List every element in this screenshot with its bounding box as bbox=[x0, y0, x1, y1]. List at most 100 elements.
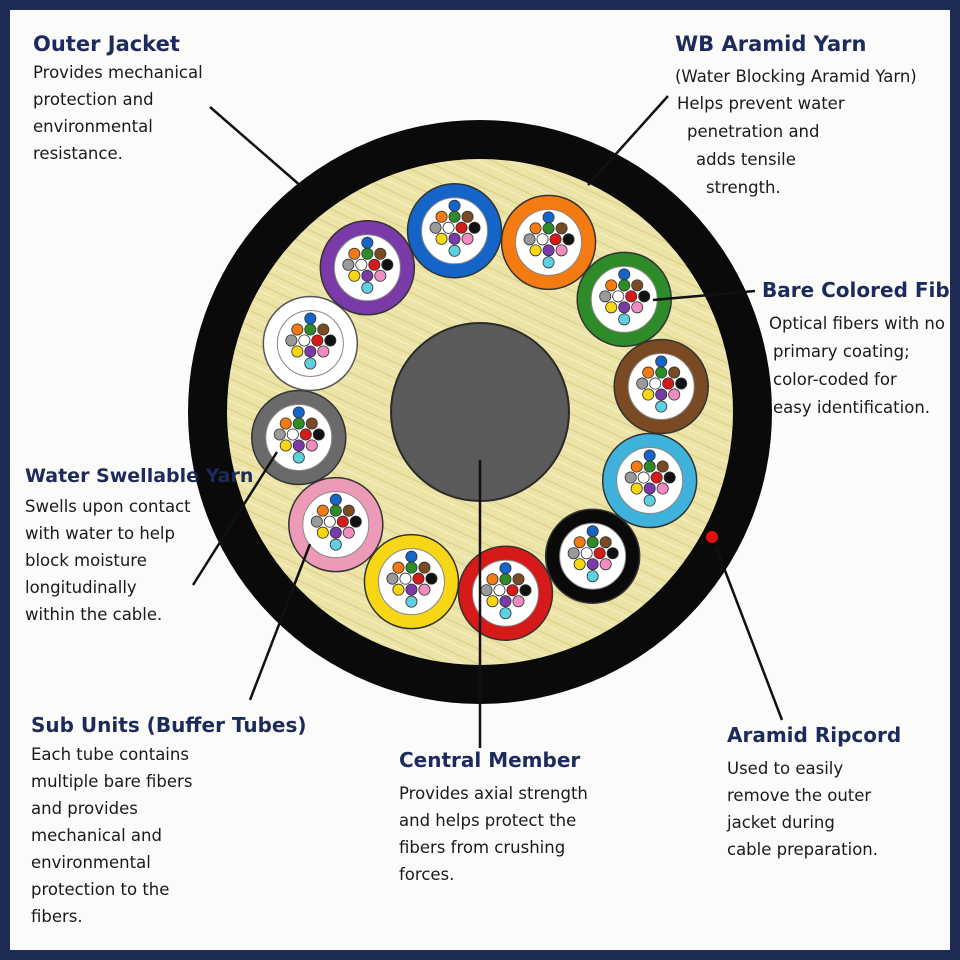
bare-colored-fiber bbox=[279, 417, 292, 430]
bare-colored-fiber bbox=[630, 482, 643, 495]
wb-aramid-yarn-title: WB Aramid Yarn bbox=[675, 32, 867, 56]
bare-colored-fiber bbox=[662, 377, 675, 390]
label-central-member: Central Member Provides axial strength a… bbox=[399, 748, 588, 888]
leader-sub-units bbox=[248, 543, 312, 701]
bare-colored-fiber bbox=[499, 595, 512, 608]
bare-colored-fiber bbox=[461, 210, 474, 223]
bare-colored-fiber bbox=[361, 269, 374, 282]
bare-colored-fiber bbox=[618, 279, 631, 292]
label-wb-aramid-yarn: WB Aramid Yarn bbox=[675, 32, 866, 56]
bare-colored-fiber bbox=[630, 460, 643, 473]
aramid-ripcord-line: Used to easily bbox=[727, 759, 844, 778]
bare-colored-fiber bbox=[342, 258, 355, 271]
central-member-title: Central Member bbox=[399, 748, 581, 772]
buffer-tube-violet bbox=[319, 220, 416, 316]
bare-colored-fiber-title: Bare Colored Fiber bbox=[762, 278, 950, 302]
outer-jacket-line: environmental bbox=[33, 117, 153, 136]
sub-units-line: multiple bare fibers bbox=[31, 772, 193, 791]
bare-colored-fiber-line: easy identification. bbox=[773, 398, 931, 417]
bare-colored-fiber bbox=[273, 428, 286, 441]
bare-colored-fiber bbox=[506, 584, 519, 597]
bare-colored-fiber bbox=[405, 550, 418, 563]
bare-colored-fiber bbox=[348, 269, 361, 282]
bare-colored-fiber bbox=[429, 221, 442, 234]
bare-colored-fiber bbox=[555, 222, 568, 235]
bare-colored-fiber-line: Optical fibers with no bbox=[769, 314, 945, 333]
bare-colored-fiber bbox=[316, 504, 329, 517]
wb-aramid-yarn-line: strength. bbox=[706, 178, 781, 197]
bare-colored-fiber bbox=[392, 561, 405, 574]
bare-colored-fiber bbox=[299, 428, 312, 441]
buffer-tube-white bbox=[262, 295, 359, 392]
bare-colored-fiber bbox=[336, 515, 349, 528]
water-swellable-yarn-line: longitudinally bbox=[25, 578, 137, 597]
bare-colored-fiber bbox=[599, 290, 612, 303]
buffer-tube-slate bbox=[251, 389, 347, 486]
aramid-ripcord-line: cable preparation. bbox=[727, 840, 879, 859]
leader-bare-colored-fiber bbox=[652, 289, 756, 302]
bare-colored-fiber bbox=[304, 312, 317, 325]
bare-colored-fiber bbox=[442, 221, 455, 234]
bare-colored-fiber bbox=[311, 334, 324, 347]
bare-colored-fiber bbox=[292, 417, 305, 430]
sub-units-title: Sub Units (Buffer Tubes) bbox=[31, 713, 307, 737]
bare-colored-fiber bbox=[304, 357, 317, 370]
bare-colored-fiber bbox=[312, 428, 325, 441]
water-swellable-yarn-title: Water Swellable Yarn bbox=[25, 465, 254, 487]
central-member-line: and helps protect the bbox=[399, 811, 577, 830]
bare-colored-fiber bbox=[555, 244, 568, 257]
bare-colored-fiber bbox=[435, 232, 448, 245]
bare-colored-fiber bbox=[298, 334, 311, 347]
bare-colored-fiber bbox=[605, 279, 618, 292]
bare-colored-fiber bbox=[418, 561, 431, 574]
central-member-line: forces. bbox=[399, 865, 455, 884]
bare-colored-fiber bbox=[529, 222, 542, 235]
water-swellable-yarn-line: within the cable. bbox=[25, 605, 163, 624]
label-bare-colored-fiber: Bare Colored Fiber bbox=[762, 278, 950, 302]
bare-colored-fiber bbox=[625, 290, 638, 303]
bare-colored-fiber bbox=[655, 355, 668, 368]
bare-colored-fiber bbox=[586, 536, 599, 549]
bare-colored-fiber bbox=[618, 301, 631, 314]
bare-colored-fiber bbox=[349, 515, 362, 528]
bare-colored-fiber bbox=[342, 526, 355, 539]
bare-colored-fiber bbox=[418, 583, 431, 596]
bare-colored-fiber bbox=[643, 494, 656, 507]
bare-colored-fiber bbox=[399, 572, 412, 585]
bare-colored-fiber bbox=[425, 572, 438, 585]
buffer-tube-blue bbox=[406, 183, 503, 279]
bare-colored-fiber bbox=[542, 244, 555, 257]
leader-wb-aramid-yarn bbox=[587, 95, 669, 186]
bare-colored-fiber bbox=[304, 345, 317, 358]
bare-colored-fiber bbox=[405, 583, 418, 596]
bare-colored-fiber bbox=[381, 258, 394, 271]
bare-colored-fiber bbox=[663, 471, 676, 484]
bare-colored-fiber bbox=[624, 471, 637, 484]
bare-colored-fiber bbox=[448, 232, 461, 245]
bare-colored-fiber bbox=[655, 366, 668, 379]
bare-colored-fiber bbox=[305, 439, 318, 452]
sub-units-line: mechanical and bbox=[31, 826, 162, 845]
bare-colored-fiber bbox=[386, 572, 399, 585]
sub-units-line: Each tube contains bbox=[31, 745, 189, 764]
bare-colored-fiber bbox=[606, 547, 619, 560]
bare-colored-fiber bbox=[656, 482, 669, 495]
buffer-tube-yellow bbox=[363, 533, 460, 630]
bare-colored-fiber bbox=[291, 323, 304, 336]
sub-units-desc: Each tube contains multiple bare fibers … bbox=[31, 741, 307, 930]
buffer-tube-aqua bbox=[601, 432, 698, 529]
outer-jacket-line: Provides mechanical bbox=[33, 63, 203, 82]
bare-colored-fiber bbox=[573, 558, 586, 571]
wb-aramid-yarn-subtitle: (Water Blocking Aramid Yarn) bbox=[675, 67, 917, 86]
label-outer-jacket: Outer Jacket Provides mechanical protect… bbox=[33, 32, 203, 167]
leader-lines bbox=[191, 95, 784, 748]
bare-colored-fiber bbox=[631, 279, 644, 292]
bare-colored-fiber bbox=[637, 471, 650, 484]
water-swellable-yarn-line: block moisture bbox=[25, 551, 147, 570]
bare-colored-fiber bbox=[636, 377, 649, 390]
bare-colored-fiber bbox=[480, 584, 493, 597]
outer-jacket-title: Outer Jacket bbox=[33, 32, 180, 56]
bare-colored-fiber bbox=[542, 256, 555, 269]
diagram-frame: Outer Jacket Provides mechanical protect… bbox=[10, 10, 950, 950]
bare-colored-fiber bbox=[549, 233, 562, 246]
